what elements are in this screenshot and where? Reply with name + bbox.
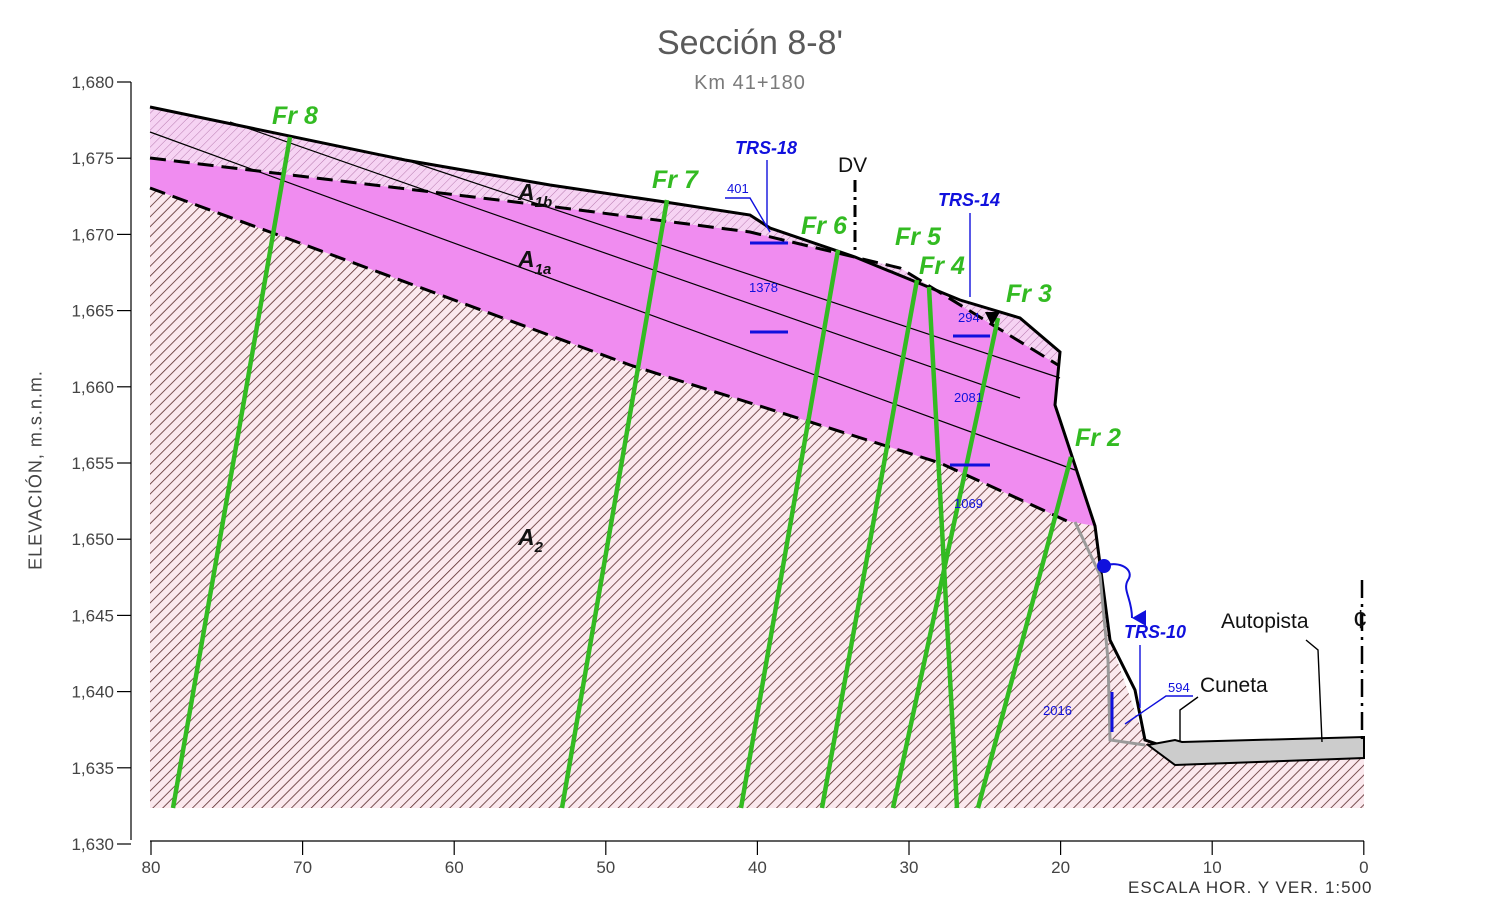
cuneta-label: Cuneta	[1200, 674, 1268, 697]
piezometer-marks	[750, 241, 1114, 732]
centerline-symbol: ¢	[1353, 604, 1367, 634]
autopista-label: Autopista	[1221, 610, 1309, 633]
contact-a1b-a1a	[149, 156, 1059, 367]
x-tick-label: 30	[900, 858, 919, 877]
label-leaders	[1179, 639, 1323, 743]
value-label: 594	[1168, 680, 1190, 695]
borehole-leaders	[725, 160, 1193, 725]
fracture-label: Fr 8	[272, 102, 318, 130]
y-tick-label: 1,635	[71, 759, 114, 778]
x-tick-label: 20	[1051, 858, 1070, 877]
label-a1a: A1a	[517, 246, 551, 278]
value-label: 294	[958, 310, 980, 325]
section-km-subtitle: Km 41+180	[694, 72, 806, 94]
x-tick-label: 0	[1359, 858, 1368, 877]
value-label: 2081	[954, 390, 983, 405]
borehole-label: TRS-18	[735, 138, 797, 158]
unit-a1b-polygon	[150, 107, 1060, 365]
fracture-label: Fr 5	[895, 223, 942, 251]
label-a2: A2	[517, 524, 544, 556]
value-label: 1069	[954, 496, 983, 511]
y-tick-label: 1,680	[71, 73, 114, 92]
x-tick-label: 10	[1203, 858, 1222, 877]
fracture-label: Fr 4	[919, 252, 965, 280]
section-title: Sección 8-8'	[656, 24, 844, 62]
fracture-labels: Fr 8 Fr 7 Fr 6 Fr 5 Fr 4 Fr 3 Fr 2	[272, 102, 1121, 452]
value-label: 1378	[749, 280, 778, 295]
x-tick-label: 80	[142, 858, 161, 877]
scale-note: ESCALA HOR. Y VER. 1:500	[1128, 878, 1373, 897]
y-tick-label: 1,660	[71, 378, 114, 397]
contact-a1a-a2	[149, 186, 1068, 523]
road-section	[1145, 735, 1365, 767]
y-tick-label: 1,655	[71, 454, 114, 473]
structure-lines	[149, 121, 1076, 471]
value-label: 401	[727, 181, 749, 196]
value-labels: 401 1378 294 2081 1069 2016 594	[727, 181, 1190, 718]
x-axis-ticks: 80 70 60 50 40 30 20 10 0	[142, 841, 1369, 877]
borehole-labels: TRS-18 TRS-14 TRS-10	[735, 138, 1186, 642]
cut-slope-trace	[1073, 521, 1146, 747]
y-tick-label: 1,630	[71, 835, 114, 854]
x-tick-label: 60	[445, 858, 464, 877]
value-label: 2016	[1043, 703, 1072, 718]
y-tick-label: 1,665	[71, 302, 114, 321]
fracture-label: Fr 7	[652, 166, 699, 194]
borehole-label: TRS-14	[938, 190, 1000, 210]
borehole-label: TRS-10	[1124, 622, 1186, 642]
dv-label: DV	[838, 154, 867, 177]
y-tick-label: 1,670	[71, 225, 114, 244]
unit-a1a-polygon	[150, 158, 1095, 526]
unit-a2-polygon	[150, 188, 1364, 808]
fracture-label: Fr 3	[1006, 280, 1052, 308]
y-tick-label: 1,675	[71, 149, 114, 168]
y-tick-label: 1,645	[71, 606, 114, 625]
y-axis-ticks: 1,680 1,675 1,670 1,665 1,660 1,655 1,650 1,645…	[71, 73, 131, 854]
fracture-label: Fr 6	[801, 212, 848, 240]
y-tick-label: 1,640	[71, 683, 114, 702]
x-tick-label: 50	[596, 858, 615, 877]
water-triangle	[985, 312, 1000, 326]
fracture-label: Fr 2	[1075, 424, 1121, 452]
y-tick-label: 1,650	[71, 530, 114, 549]
label-a1b: A1b	[517, 179, 552, 211]
ground-surface	[149, 105, 1161, 747]
cross-section-drawing: 1,680 1,675 1,670 1,665 1,660 1,655 1,650 1,645…	[71, 73, 1368, 877]
fracture-lines	[170, 136, 1074, 809]
spring-flow-arrow	[1103, 563, 1147, 626]
x-tick-label: 70	[293, 858, 312, 877]
x-tick-label: 40	[748, 858, 767, 877]
